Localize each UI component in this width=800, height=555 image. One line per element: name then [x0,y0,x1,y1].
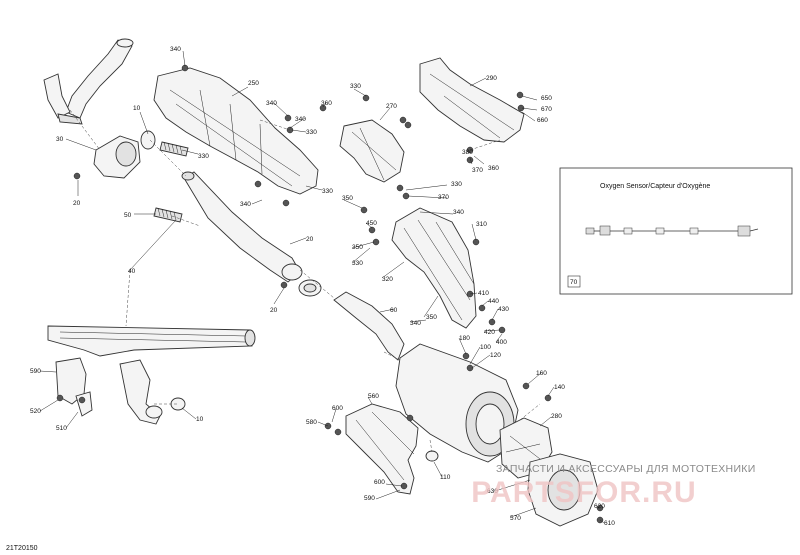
callout-400: 400 [496,339,507,346]
callout-410: 410 [478,290,489,297]
callout-340: 340 [240,201,251,208]
callout-290: 290 [486,75,497,82]
callout-580: 580 [306,419,317,426]
callout-600: 600 [374,479,385,486]
callout-20: 20 [306,236,314,243]
callout-340: 340 [453,209,464,216]
callout-360: 360 [321,100,332,107]
callout-360: 360 [488,165,499,172]
assembly-lines [69,109,541,453]
callout-320: 320 [382,276,393,283]
callout-370: 370 [438,194,449,201]
callout-280: 280 [551,413,562,420]
callout-600: 600 [332,405,343,412]
callout-120: 120 [490,352,501,359]
heat-shield-290 [419,57,525,143]
callout-560: 560 [368,393,379,400]
callout-100: 100 [480,344,491,351]
heat-shield-560 [345,403,419,495]
callout-20: 20 [73,200,81,207]
callout-50: 50 [124,212,132,219]
callout-10: 10 [196,416,204,423]
spring-upper [159,141,189,157]
header-pipe-upper [43,38,134,125]
callout-60: 60 [390,307,398,314]
callout-340: 340 [410,320,421,327]
callout-370: 370 [472,167,483,174]
callout-140: 140 [554,384,565,391]
callout-450: 450 [366,220,377,227]
callout-330: 330 [306,129,317,136]
callout-330: 330 [322,188,333,195]
callout-20: 20 [270,307,278,314]
callout-40: 40 [128,268,136,275]
watermark-brand-right: FOR.RU [576,476,697,509]
heat-shield-270 [339,119,405,183]
callout-570: 570 [510,515,521,522]
end-piece-630 [527,453,599,527]
callout-440: 440 [488,298,499,305]
callout-420: 420 [484,329,495,336]
inset-callout: 70 [570,279,578,286]
callout-620: 620 [594,503,605,510]
callout-630: 630 [487,488,498,495]
callout-590: 590 [364,495,375,502]
callout-610: 610 [604,520,615,527]
callout-520: 520 [30,408,41,415]
watermark-brand: PARTSFOR.RU [471,476,696,509]
callout-430: 430 [498,306,509,313]
callout-340: 340 [295,116,306,123]
callout-270: 270 [386,103,397,110]
callout-10: 10 [133,105,141,112]
inset-title: Oxygen Sensor/Capteur d'Oxygène [600,183,710,190]
callout-30: 30 [56,136,64,143]
clamp-20 [298,279,322,297]
callout-310: 310 [476,221,487,228]
flange-coupler [93,130,156,179]
callout-660: 660 [537,117,548,124]
diagram-id: 21T20150 [6,545,38,552]
callout-250: 250 [248,80,259,87]
callout-110: 110 [440,474,451,481]
callout-380: 380 [462,149,473,156]
oxygen-sensor-inset: Oxygen Sensor/Capteur d'Oxygène 70 [559,167,793,295]
callout-340: 340 [170,46,181,53]
callout-330: 330 [198,153,209,160]
callout-510: 510 [56,425,67,432]
lower-left-pipe-assembly [47,325,256,357]
watermark: ЗАПЧАСТИ И АКСЕССУАРЫ ДЛЯ МОТОТЕХНИКИ PA… [471,463,755,509]
callout-180: 180 [459,335,470,342]
watermark-brand-left: PARTS [471,476,575,509]
callout-330: 330 [451,181,462,188]
callout-590: 590 [30,368,41,375]
middle-pipe [181,171,303,283]
callout-340: 340 [266,100,277,107]
lower-curved-pipe [119,359,186,425]
callout-160: 160 [536,370,547,377]
oxygen-sensor-drawing [585,225,759,237]
muffler [395,343,519,463]
heat-shield-250 [153,67,319,195]
watermark-tagline: ЗАПЧАСТИ И АКСЕССУАРЫ ДЛЯ МОТОТЕХНИКИ [496,463,756,475]
callout-350: 350 [342,195,353,202]
callout-350: 350 [426,314,437,321]
callout-330: 330 [352,260,363,267]
spring-lower [153,207,183,223]
inlet-pipe-60 [333,291,405,361]
callout-670: 670 [541,106,552,113]
callout-650: 650 [541,95,552,102]
callout-330: 330 [350,83,361,90]
callout-350: 350 [352,244,363,251]
small-bracket-510 [75,391,93,417]
callout-leaders [39,50,605,524]
callout-labels: 340 250 10 30 330 340 340 360 330 330 27… [30,46,615,527]
heat-shield-320 [391,207,477,329]
